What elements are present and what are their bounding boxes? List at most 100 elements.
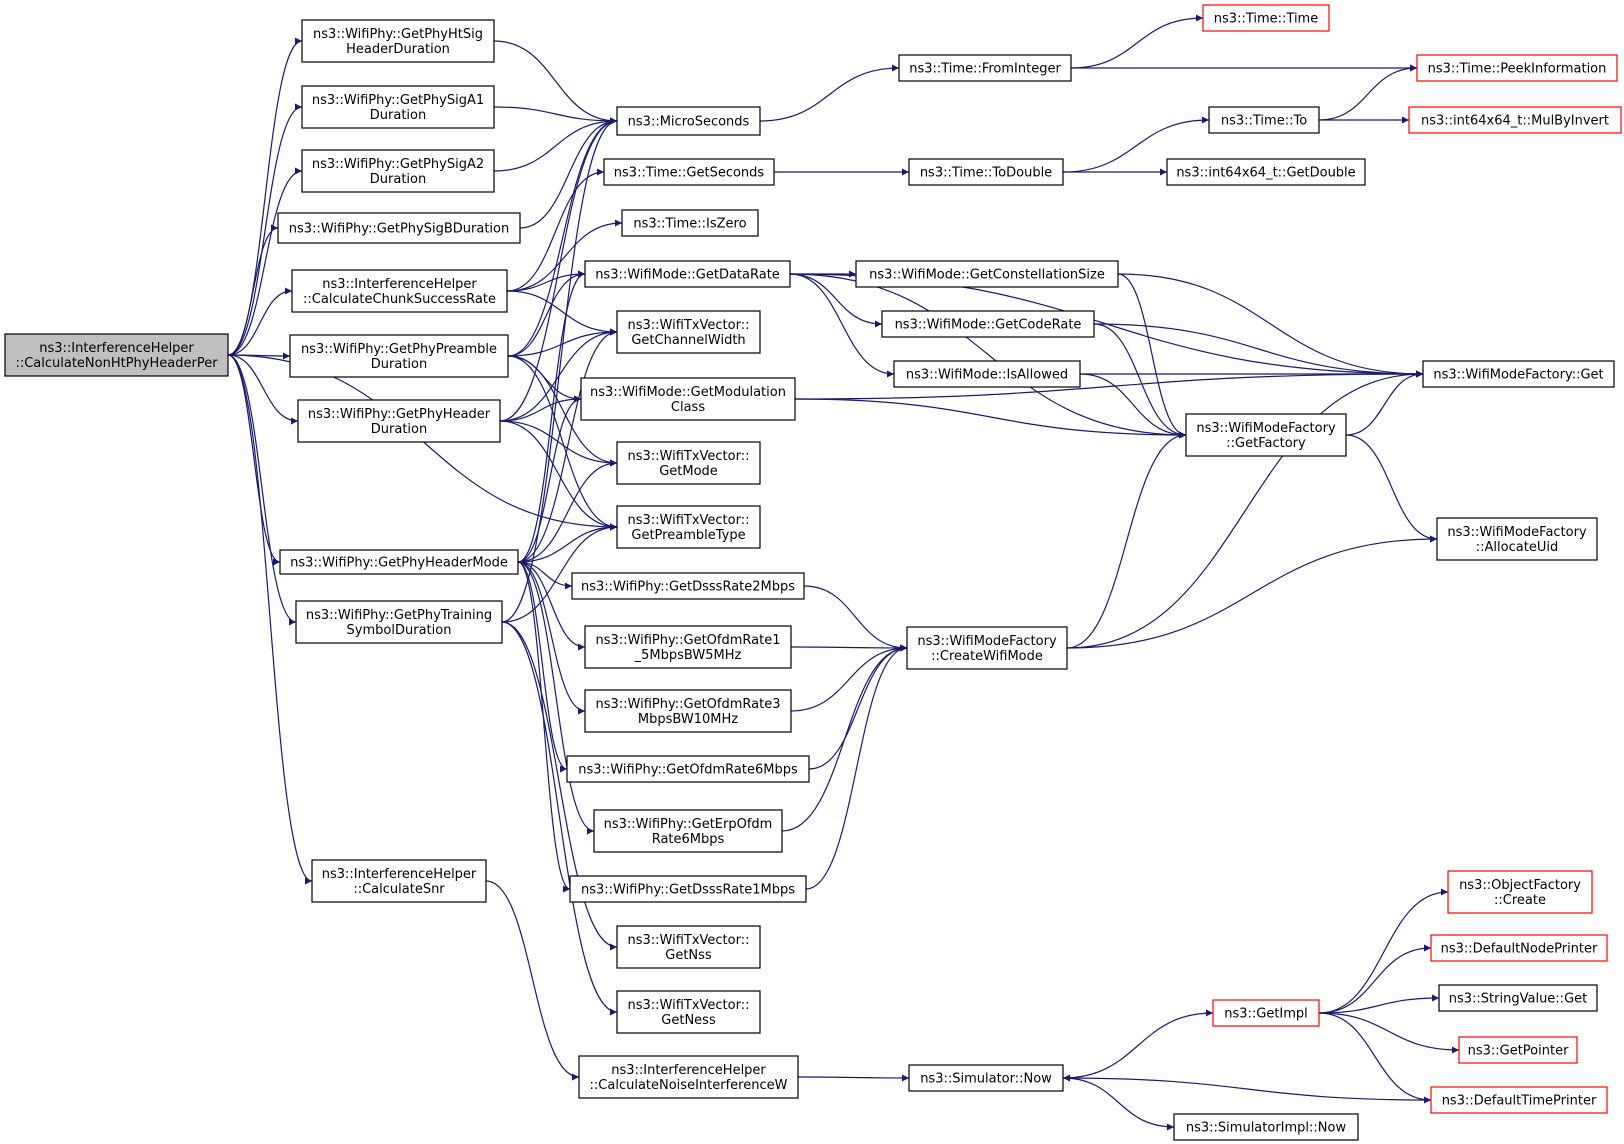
edge-hdrdur-to-pretype [499, 420, 618, 531]
node-hdrmode[interactable]: ns3::WifiPhy::GetPhyHeaderMode [279, 549, 519, 575]
edge-datarate-to-isallowed [789, 273, 895, 378]
node-box [906, 626, 1068, 670]
edge-simnow-to-getimpl [1062, 1009, 1214, 1079]
node-getptr[interactable]: ns3::GetPointer [1458, 1036, 1578, 1064]
node-getfactory[interactable]: ns3::WifiModeFactory::GetFactory [1185, 413, 1347, 457]
node-fromint[interactable]: ns3::Time::FromInteger [898, 54, 1072, 82]
node-chw[interactable]: ns3::WifiTxVector::GetChannelWidth [616, 310, 761, 354]
node-simimplnow[interactable]: ns3::SimulatorImpl::Now [1173, 1113, 1359, 1141]
node-peek[interactable]: ns3::Time::PeekInformation [1416, 54, 1618, 82]
node-getdouble[interactable]: ns3::int64x64_t::GetDouble [1166, 158, 1366, 186]
node-box [277, 212, 521, 244]
edge-hdrmode-to-txmode [517, 459, 618, 563]
node-objcreate[interactable]: ns3::ObjectFactory::Create [1447, 870, 1593, 914]
node-simnow[interactable]: ns3::Simulator::Now [908, 1064, 1064, 1092]
node-box [616, 990, 761, 1034]
node-label: ns3::WifiPhy::GetDsssRate1Mbps [581, 883, 795, 898]
node-sigb[interactable]: ns3::WifiPhy::GetPhySigBDuration [277, 212, 521, 244]
edge-root-to-sigb [227, 224, 279, 356]
node-wmfget[interactable]: ns3::WifiModeFactory::Get [1422, 360, 1615, 388]
node-getsec[interactable]: ns3::Time::GetSeconds [603, 158, 775, 186]
node-ofdm15[interactable]: ns3::WifiPhy::GetOfdmRate1_5MbpsBW5MHz [584, 625, 792, 669]
edge-cniw-to-simnow [797, 1074, 910, 1082]
node-label: ns3::SimulatorImpl::Now [1186, 1121, 1347, 1136]
node-label: ns3::WifiPhy::GetOfdmRate1 [596, 633, 781, 648]
node-label: MbpsBW10MHz [638, 712, 738, 727]
node-defnode[interactable]: ns3::DefaultNodePrinter [1430, 934, 1608, 962]
node-root[interactable]: ns3::InterferenceHelper::CalculateNonHtP… [4, 333, 229, 377]
node-ccsr[interactable]: ns3::InterferenceHelper::CalculateChunkS… [291, 269, 508, 313]
node-ness[interactable]: ns3::WifiTxVector::GetNess [616, 990, 761, 1034]
node-snr[interactable]: ns3::InterferenceHelper::CalculateSnr [311, 859, 487, 903]
node-todouble[interactable]: ns3::Time::ToDouble [908, 158, 1064, 186]
edge-train-to-nss [501, 621, 618, 951]
node-deftime[interactable]: ns3::DefaultTimePrinter [1430, 1086, 1608, 1114]
edge-ccsr-to-chw [506, 290, 618, 336]
node-label: ns3::WifiPhy::GetPhyTraining [306, 608, 492, 623]
node-box [1438, 984, 1598, 1012]
node-getimpl[interactable]: ns3::GetImpl [1212, 999, 1320, 1027]
node-label: ns3::WifiPhy::GetPhyHtSig [313, 27, 483, 42]
node-box [855, 260, 1119, 288]
nodes-layer: ns3::InterferenceHelper::CalculateNonHtP… [4, 4, 1622, 1141]
edge-erp6-to-createwm [781, 644, 908, 832]
node-dsss1[interactable]: ns3::WifiPhy::GetDsssRate1Mbps [569, 875, 807, 903]
node-box [1422, 360, 1615, 388]
edge-datarate-to-coderate [789, 273, 883, 328]
node-createwm[interactable]: ns3::WifiModeFactory::CreateWifiMode [906, 626, 1068, 670]
node-box [566, 755, 810, 783]
node-micro[interactable]: ns3::MicroSeconds [616, 106, 761, 136]
edge-train-to-ness [501, 621, 618, 1016]
node-box [898, 54, 1072, 82]
node-strget[interactable]: ns3::StringValue::Get [1438, 984, 1598, 1012]
edge-ofdm6-to-createwm [808, 644, 908, 770]
node-box [301, 149, 495, 193]
edge-getimpl-to-defnode [1318, 944, 1432, 1014]
node-coderate[interactable]: ns3::WifiMode::GetCodeRate [881, 310, 1095, 338]
node-isallowed[interactable]: ns3::WifiMode::IsAllowed [893, 360, 1081, 388]
node-label: ::CalculateSnr [353, 882, 445, 897]
node-alloc[interactable]: ns3::WifiModeFactory::AllocateUid [1436, 517, 1598, 561]
node-cniw[interactable]: ns3::InterferenceHelper::CalculateNoiseI… [578, 1055, 799, 1099]
node-dsss2[interactable]: ns3::WifiPhy::GetDsssRate2Mbps [571, 572, 805, 600]
node-label: ::CalculateChunkSuccessRate [303, 292, 496, 307]
node-pretype[interactable]: ns3::WifiTxVector::GetPreambleType [616, 505, 761, 549]
edge-ofdm3-to-createwm [790, 644, 908, 712]
node-label: Duration [371, 357, 427, 372]
edge-fromint-to-timetime [1070, 14, 1204, 69]
node-label: ns3::DefaultNodePrinter [1441, 942, 1598, 957]
node-ofdm6[interactable]: ns3::WifiPhy::GetOfdmRate6Mbps [566, 755, 810, 783]
node-datarate[interactable]: ns3::WifiMode::GetDataRate [584, 260, 791, 288]
node-txmode[interactable]: ns3::WifiTxVector::GetMode [616, 441, 761, 485]
node-mulby[interactable]: ns3::int64x64_t::MulByInvert [1408, 106, 1622, 134]
node-iszero[interactable]: ns3::Time::IsZero [621, 209, 759, 237]
node-box [584, 260, 791, 288]
node-nss[interactable]: ns3::WifiTxVector::GetNss [616, 925, 761, 969]
node-label: GetChannelWidth [631, 333, 745, 348]
node-train[interactable]: ns3::WifiPhy::GetPhyTrainingSymbolDurati… [295, 600, 503, 644]
edge-hdrmode-to-chw [517, 328, 618, 563]
node-label: ns3::WifiPhy::GetPhyHeaderMode [290, 556, 508, 571]
node-label: ns3::Time::ToDouble [920, 166, 1052, 181]
node-box [295, 600, 503, 644]
edge-hdrmode-to-ofdm3 [517, 561, 586, 715]
edge-getfactory-to-alloc [1345, 434, 1438, 543]
edge-ccsr-to-iszero [506, 219, 623, 292]
node-constsize[interactable]: ns3::WifiMode::GetConstellationSize [855, 260, 1119, 288]
edge-hdrmode-to-modcls [517, 395, 582, 563]
node-timeto[interactable]: ns3::Time::To [1208, 106, 1320, 134]
node-timetime[interactable]: ns3::Time::Time [1202, 4, 1330, 32]
edge-constsize-to-wmfget [1117, 273, 1424, 378]
node-label: ns3::WifiMode::GetModulation [590, 385, 786, 400]
node-box [616, 505, 761, 549]
node-label: GetPreambleType [631, 528, 745, 543]
